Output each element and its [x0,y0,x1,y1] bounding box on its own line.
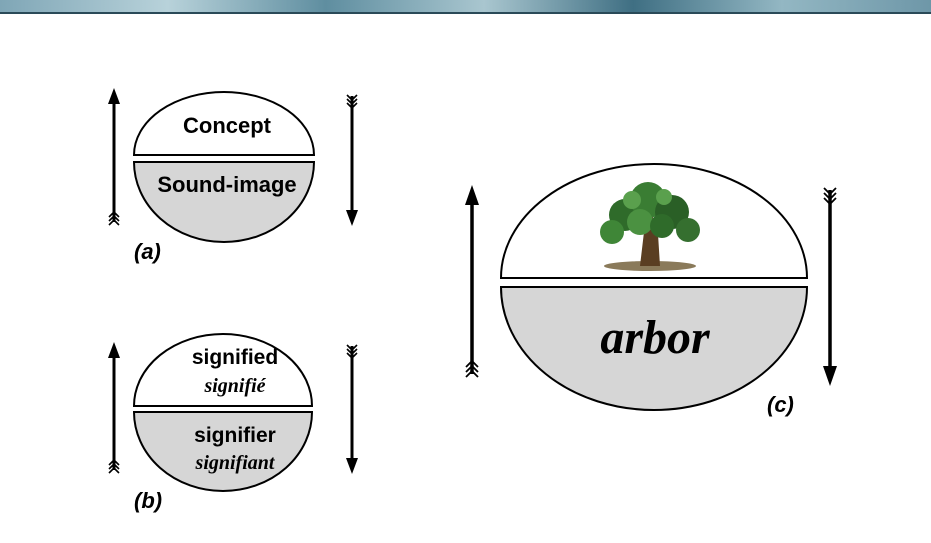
arbor-half [499,286,809,411]
down-arrow-icon [346,94,358,226]
down-arrow-icon [346,344,358,474]
sign-diagram-a: Concept Sound-image (a) [108,88,358,264]
caption-c: (c) [767,392,794,417]
sound-image-label: Sound-image [157,172,296,197]
up-arrow-icon [465,185,479,378]
sound-image-half [132,161,316,243]
caption-b: (b) [134,488,162,513]
sign-diagram-b: signified signifié signifier signifiant … [108,333,358,513]
concept-half [132,91,316,156]
signifier-fr-label: signifiant [195,452,276,474]
up-arrow-icon [108,88,120,226]
signified-label: signified [192,346,278,369]
down-arrow-icon [823,187,837,386]
tree-icon [600,182,700,271]
caption-a: (a) [134,239,161,264]
signifier-half [132,411,314,492]
concept-label: Concept [183,113,272,138]
signifier-label: signifier [194,424,276,447]
up-arrow-icon [108,342,120,474]
sign-diagram-c: arbor (c) [465,163,837,417]
header-banner [0,0,931,14]
signified-fr-label: signifié [203,375,266,397]
arbor-label: arbor [600,311,711,364]
signified-half [132,333,314,407]
